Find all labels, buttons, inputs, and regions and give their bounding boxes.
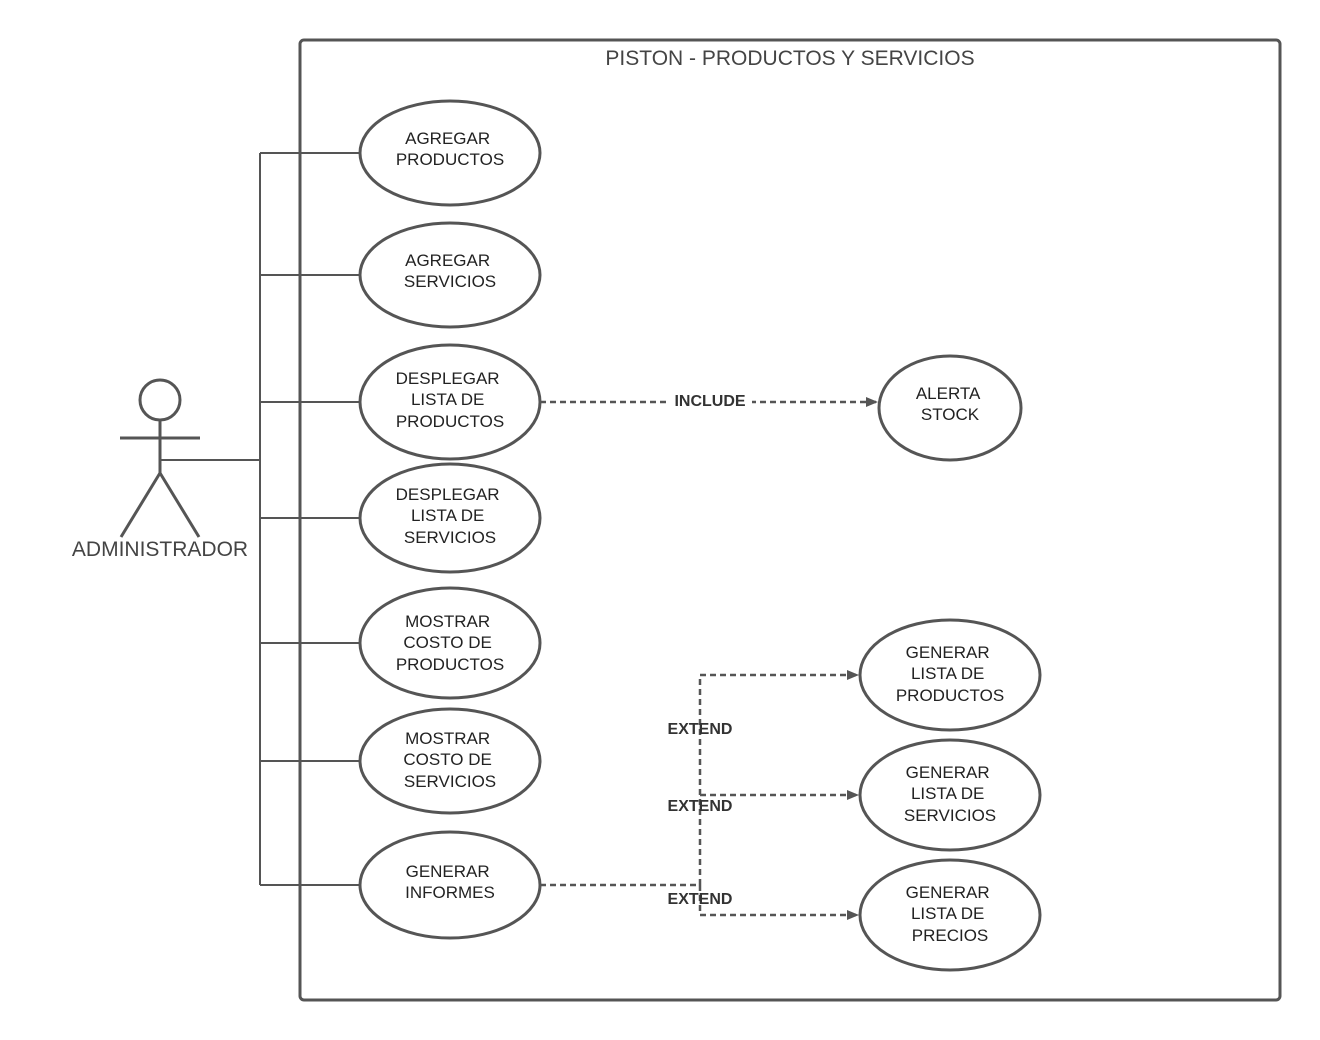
use-case-agregar-servicios bbox=[358, 221, 542, 329]
use-case-generar-informes bbox=[358, 830, 542, 940]
extend-label-productos: EXTEND bbox=[668, 721, 733, 738]
use-case-alerta-stock bbox=[877, 354, 1023, 462]
use-case-label-mostrar-costo-productos: MOSTRAR COSTO DE PRODUCTOS bbox=[396, 612, 504, 674]
use-case-label-generar-lista-servicios: GENERAR LISTA DE SERVICIOS bbox=[904, 763, 996, 825]
use-case-label-desplegar-productos: DESPLEGAR LISTA DE PRODUCTOS bbox=[396, 369, 505, 431]
use-case-desplegar-servicios bbox=[358, 462, 542, 574]
use-case-generar-lista-precios bbox=[858, 858, 1042, 972]
include-label-bg bbox=[668, 390, 752, 412]
use-case-label-desplegar-servicios: DESPLEGAR LISTA DE SERVICIOS bbox=[396, 485, 505, 547]
system-boundary bbox=[298, 38, 1282, 1002]
extend-label-servicios: EXTEND bbox=[668, 798, 733, 815]
use-case-label-generar-lista-productos: GENERAR LISTA DE PRODUCTOS bbox=[896, 643, 1004, 705]
include-label: INCLUDE bbox=[674, 393, 745, 410]
use-case-desplegar-productos bbox=[358, 343, 542, 461]
actor-right-leg bbox=[158, 472, 201, 538]
use-case-mostrar-costo-servicios bbox=[358, 707, 542, 815]
use-case-label-agregar-productos: AGREGAR PRODUCTOS bbox=[396, 129, 504, 169]
use-case-mostrar-costo-productos bbox=[358, 586, 542, 700]
actor-label: ADMINISTRADOR bbox=[72, 538, 248, 561]
use-case-label-mostrar-costo-servicios: MOSTRAR COSTO DE SERVICIOS bbox=[403, 729, 496, 791]
extend-arrow-productos bbox=[698, 670, 859, 885]
use-case-agregar-productos bbox=[358, 99, 542, 207]
extend-label-precios: EXTEND bbox=[668, 891, 733, 908]
use-case-generar-lista-productos bbox=[858, 618, 1042, 732]
actor-head bbox=[138, 378, 182, 422]
associations bbox=[160, 152, 360, 886]
system-title: PISTON - PRODUCTOS Y SERVICIOS bbox=[605, 47, 974, 70]
actor-left-leg bbox=[119, 472, 162, 538]
dependencies bbox=[540, 397, 878, 920]
use-case-label-agregar-servicios: AGREGAR SERVICIOS bbox=[404, 251, 496, 291]
use-case-label-generar-informes: GENERAR INFORMES bbox=[405, 862, 495, 902]
extend-arrow-precios bbox=[698, 885, 859, 920]
use-case-label-alerta-stock: ALERTA STOCK bbox=[916, 384, 984, 424]
use-case-label-generar-lista-precios: GENERAR LISTA DE PRECIOS bbox=[906, 883, 995, 945]
use-case-generar-lista-servicios bbox=[858, 738, 1042, 852]
actor-administrador bbox=[119, 378, 201, 538]
